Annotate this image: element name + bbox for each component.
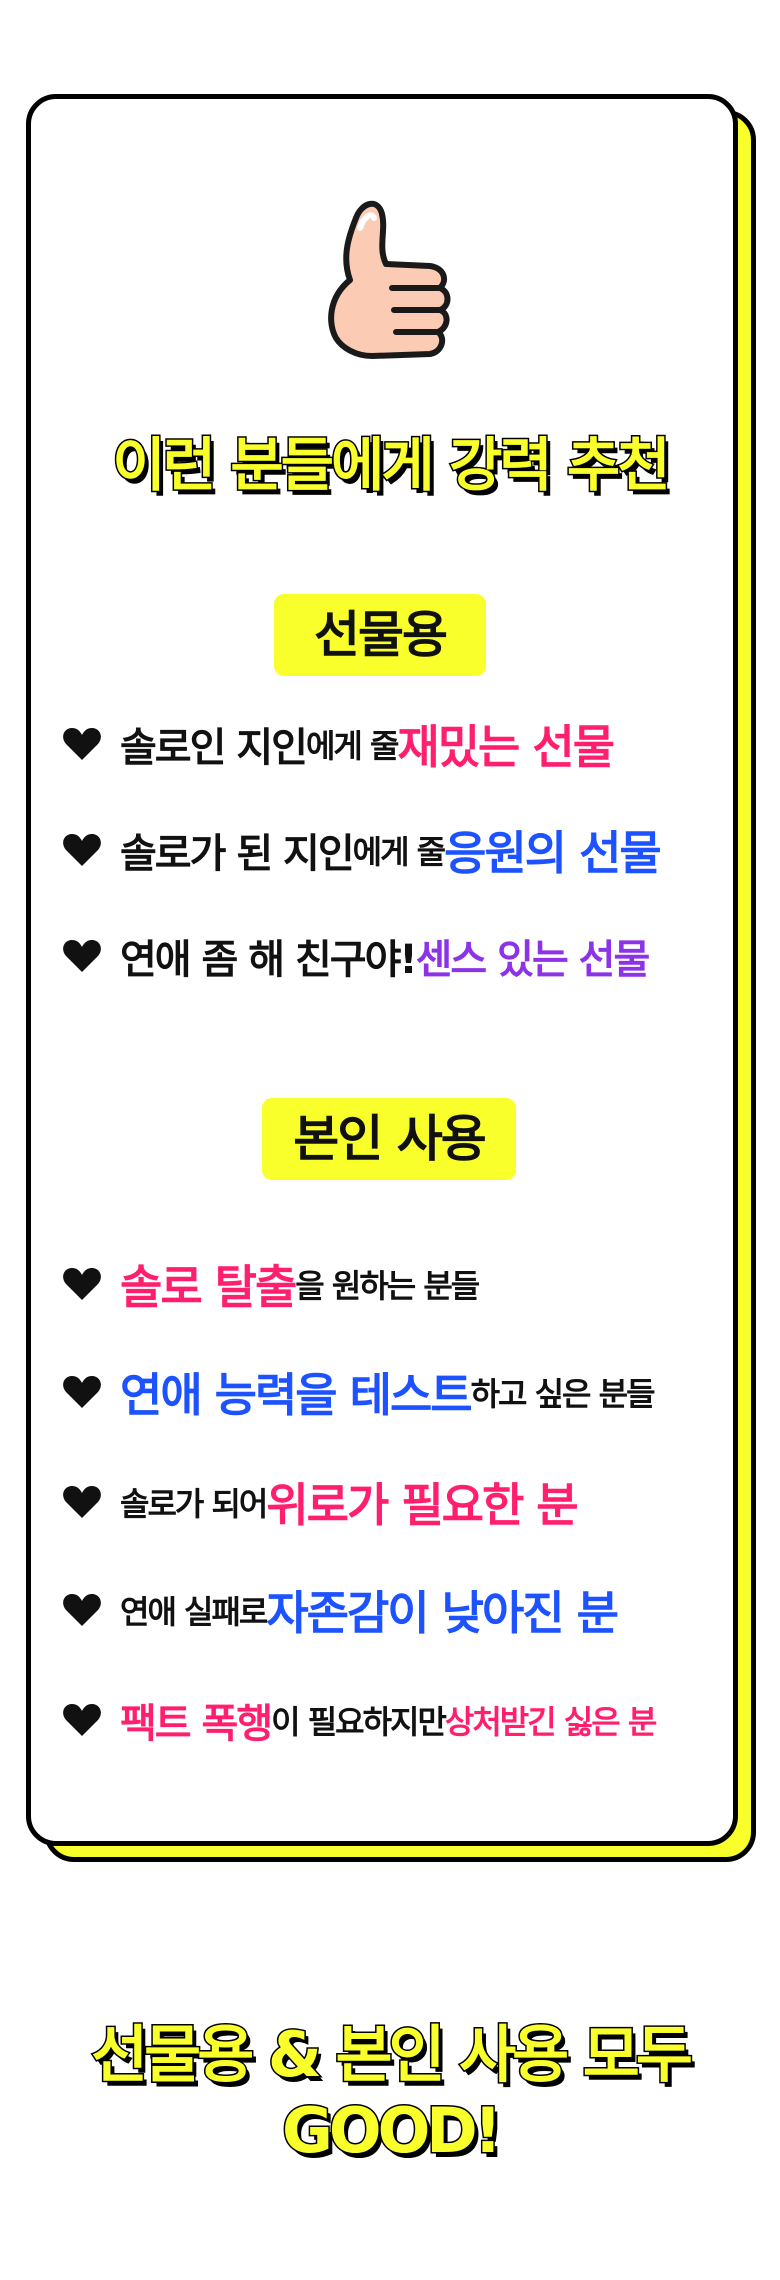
headline: 이런 분들에게 강력 추천	[111, 430, 672, 501]
self-item-4-highlight: 자존감이 낮아진 분	[266, 1586, 619, 1640]
gift-item-3-lead: 연애 좀 해 친구야!	[120, 937, 418, 983]
heart-icon	[63, 834, 101, 866]
self-item-5: 팩트 폭행 이 필요하지만 상처받긴 싫은 분	[62, 1690, 657, 1750]
heart-icon	[63, 1704, 101, 1736]
thumbs-up-icon	[328, 201, 451, 359]
gift-item-2: 솔로가 된 지인 에게 줄 응원의 선물	[62, 820, 662, 880]
self-section-title: 본인 사용	[262, 1098, 516, 1180]
heart-icon	[63, 1376, 101, 1408]
heart-icon	[63, 940, 101, 972]
self-item-3-highlight: 위로가 필요한 분	[266, 1478, 578, 1532]
gift-item-1-highlight: 재밌는 선물	[397, 720, 615, 774]
self-item-5-tail: 상처받긴 싫은 분	[444, 1703, 657, 1741]
gift-item-3-highlight: 센스 있는 선물	[415, 937, 651, 983]
gift-item-2-highlight: 응원의 선물	[444, 826, 662, 880]
self-item-2-highlight: 연애 능력을 테스트	[120, 1368, 473, 1422]
gift-item-2-mid: 에게 줄	[352, 833, 446, 871]
recommend-card	[26, 94, 738, 1846]
self-item-3: 솔로가 되어 위로가 필요한 분	[62, 1472, 579, 1532]
self-item-2: 연애 능력을 테스트 하고 싶은 분들	[62, 1362, 656, 1422]
gift-item-1-mid: 에게 줄	[305, 727, 399, 765]
gift-item-2-lead: 솔로가 된 지인	[120, 831, 355, 877]
heart-icon	[63, 728, 101, 760]
self-item-5-mid: 이 필요하지만	[271, 1703, 447, 1741]
heart-icon	[63, 1268, 101, 1300]
gift-item-3: 연애 좀 해 친구야! 센스 있는 선물	[62, 926, 651, 986]
self-item-1-rest: 을 원하는 분들	[295, 1267, 480, 1305]
self-item-4-lead: 연애 실패로	[120, 1593, 268, 1631]
self-item-3-lead: 솔로가 되어	[120, 1485, 268, 1523]
self-item-4: 연애 실패로 자존감이 낮아진 분	[62, 1580, 619, 1640]
self-item-2-rest: 하고 싶은 분들	[470, 1375, 656, 1413]
self-item-1-highlight: 솔로 탈출	[120, 1260, 297, 1314]
heart-icon	[63, 1486, 101, 1518]
gift-item-1-lead: 솔로인 지인	[120, 725, 308, 771]
self-item-1: 솔로 탈출 을 원하는 분들	[62, 1254, 480, 1314]
heart-icon	[63, 1594, 101, 1626]
footer-headline: 선물용 & 본인 사용 모두 GOOD!	[90, 2017, 695, 2169]
self-item-5-highlight: 팩트 폭행	[120, 1701, 273, 1747]
gift-section-title: 선물용	[274, 594, 486, 676]
gift-item-1: 솔로인 지인 에게 줄 재밌는 선물	[62, 714, 615, 774]
